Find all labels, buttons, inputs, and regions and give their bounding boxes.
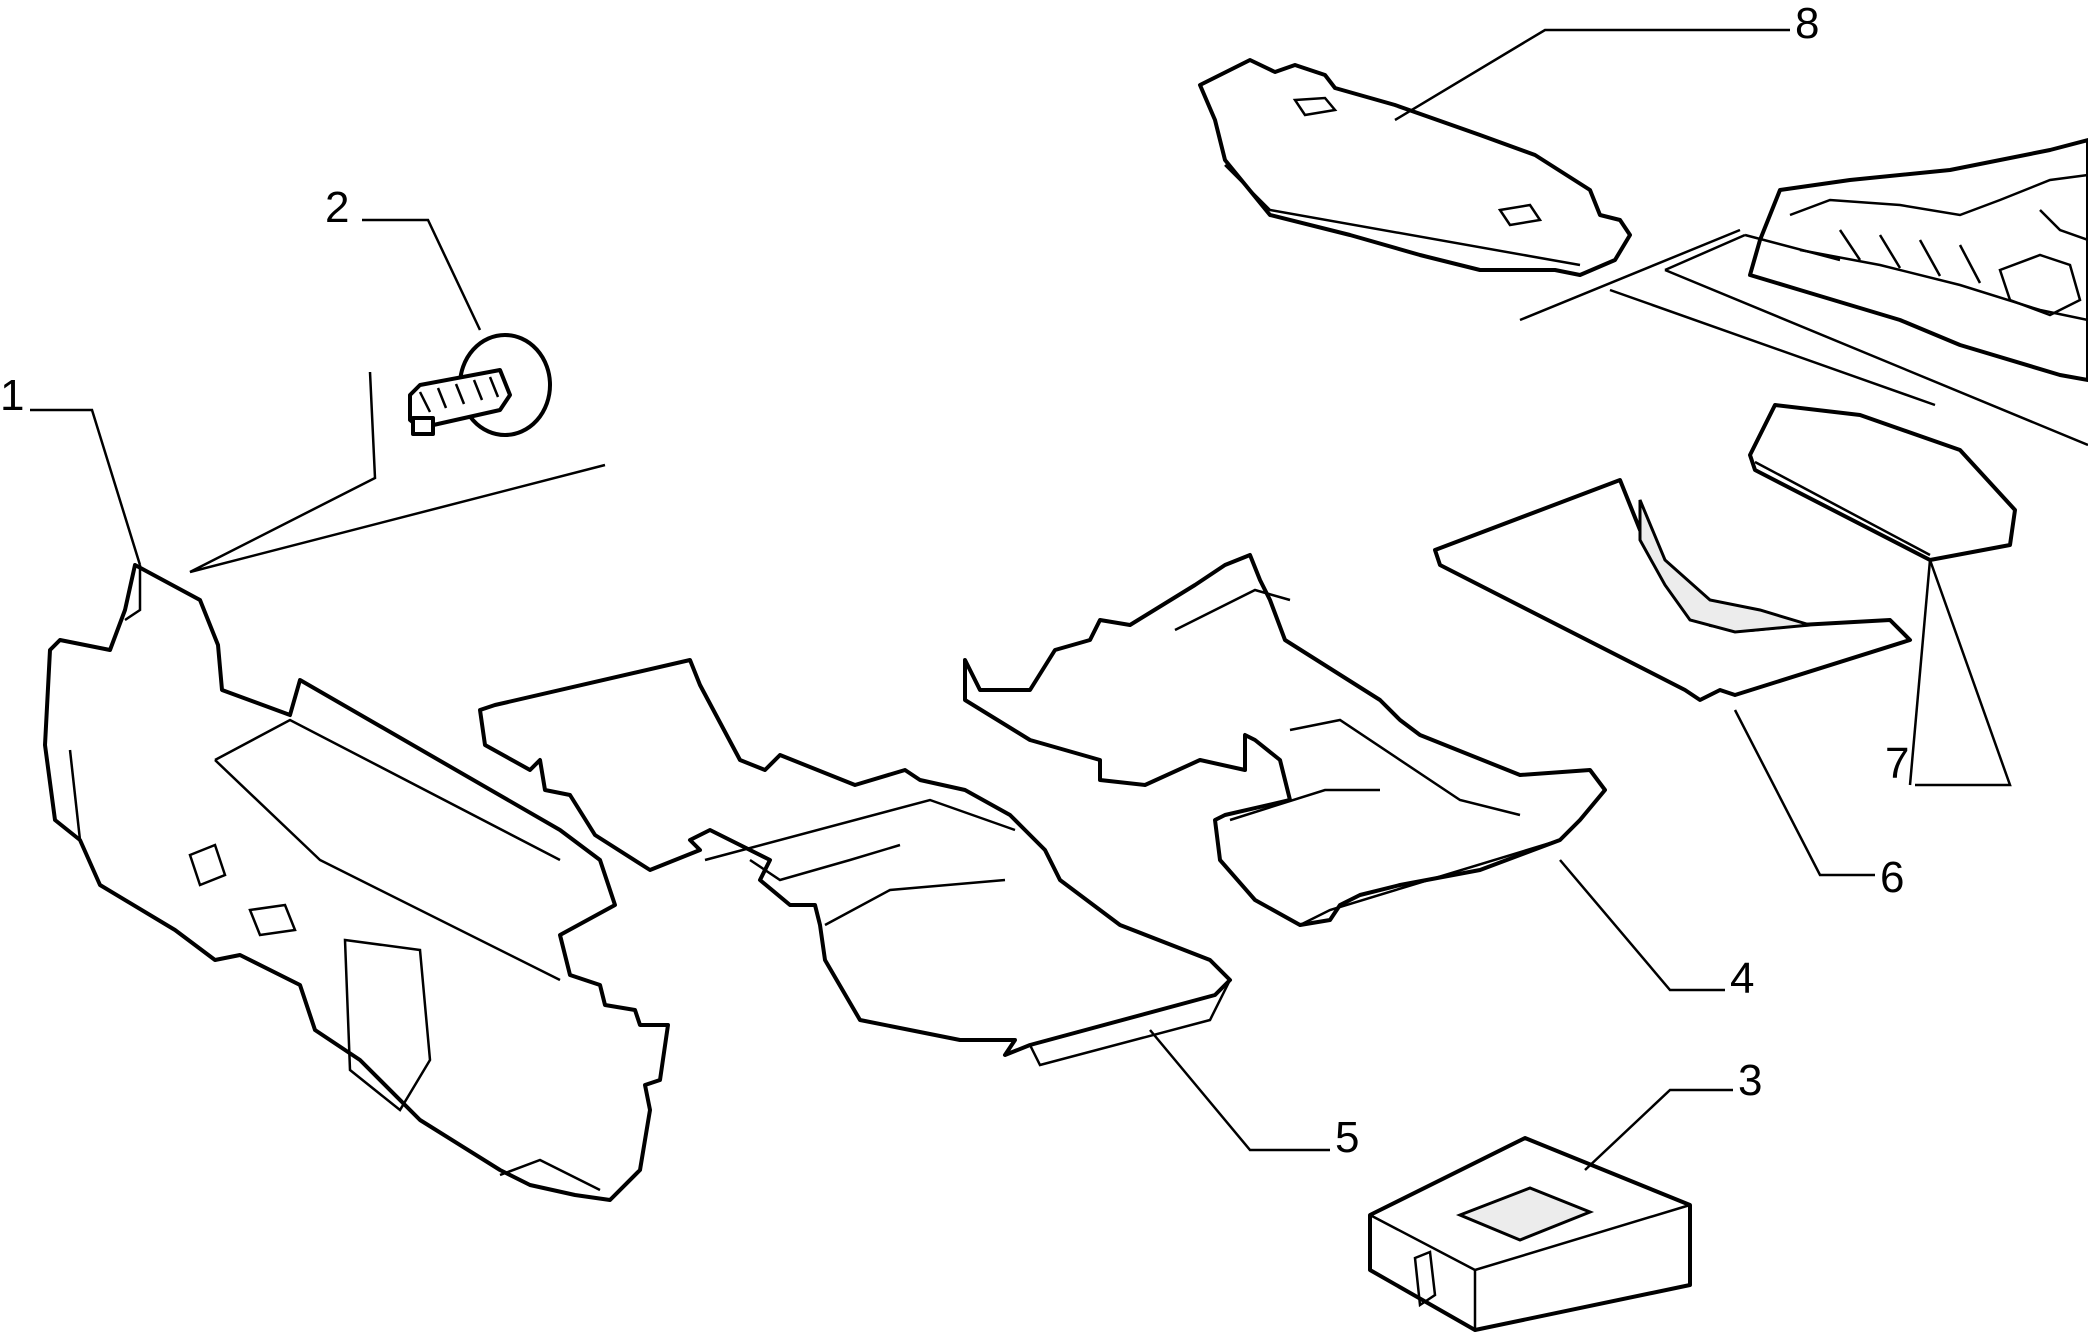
callout-1: 1 [0, 371, 24, 420]
rear-floor-panel [1748, 138, 2088, 382]
rear-floor-extension-lines [1519, 228, 2088, 447]
callout-5: 5 [1335, 1113, 1359, 1162]
leader-lines [30, 28, 2012, 1171]
callout-6: 6 [1880, 853, 1904, 902]
part-4-rear-carpet [963, 553, 1607, 927]
callout-4: 4 [1730, 954, 1754, 1003]
callout-2: 2 [325, 183, 349, 232]
part-6-load-mat [1433, 478, 1912, 702]
callout-8: 8 [1795, 0, 1819, 48]
part-1-bulkhead-insulation [43, 563, 670, 1202]
part-8-parcel-shelf [1198, 58, 1632, 277]
part-7-cover-pad [1748, 403, 2017, 562]
callout-3: 3 [1738, 1056, 1762, 1105]
part-2-fan-lines [189, 371, 606, 574]
part-2-fastener-clip [408, 333, 552, 437]
part-3-foam-block [1368, 1136, 1692, 1332]
callout-7: 7 [1885, 739, 1909, 788]
part-5-front-carpet [478, 658, 1232, 1067]
